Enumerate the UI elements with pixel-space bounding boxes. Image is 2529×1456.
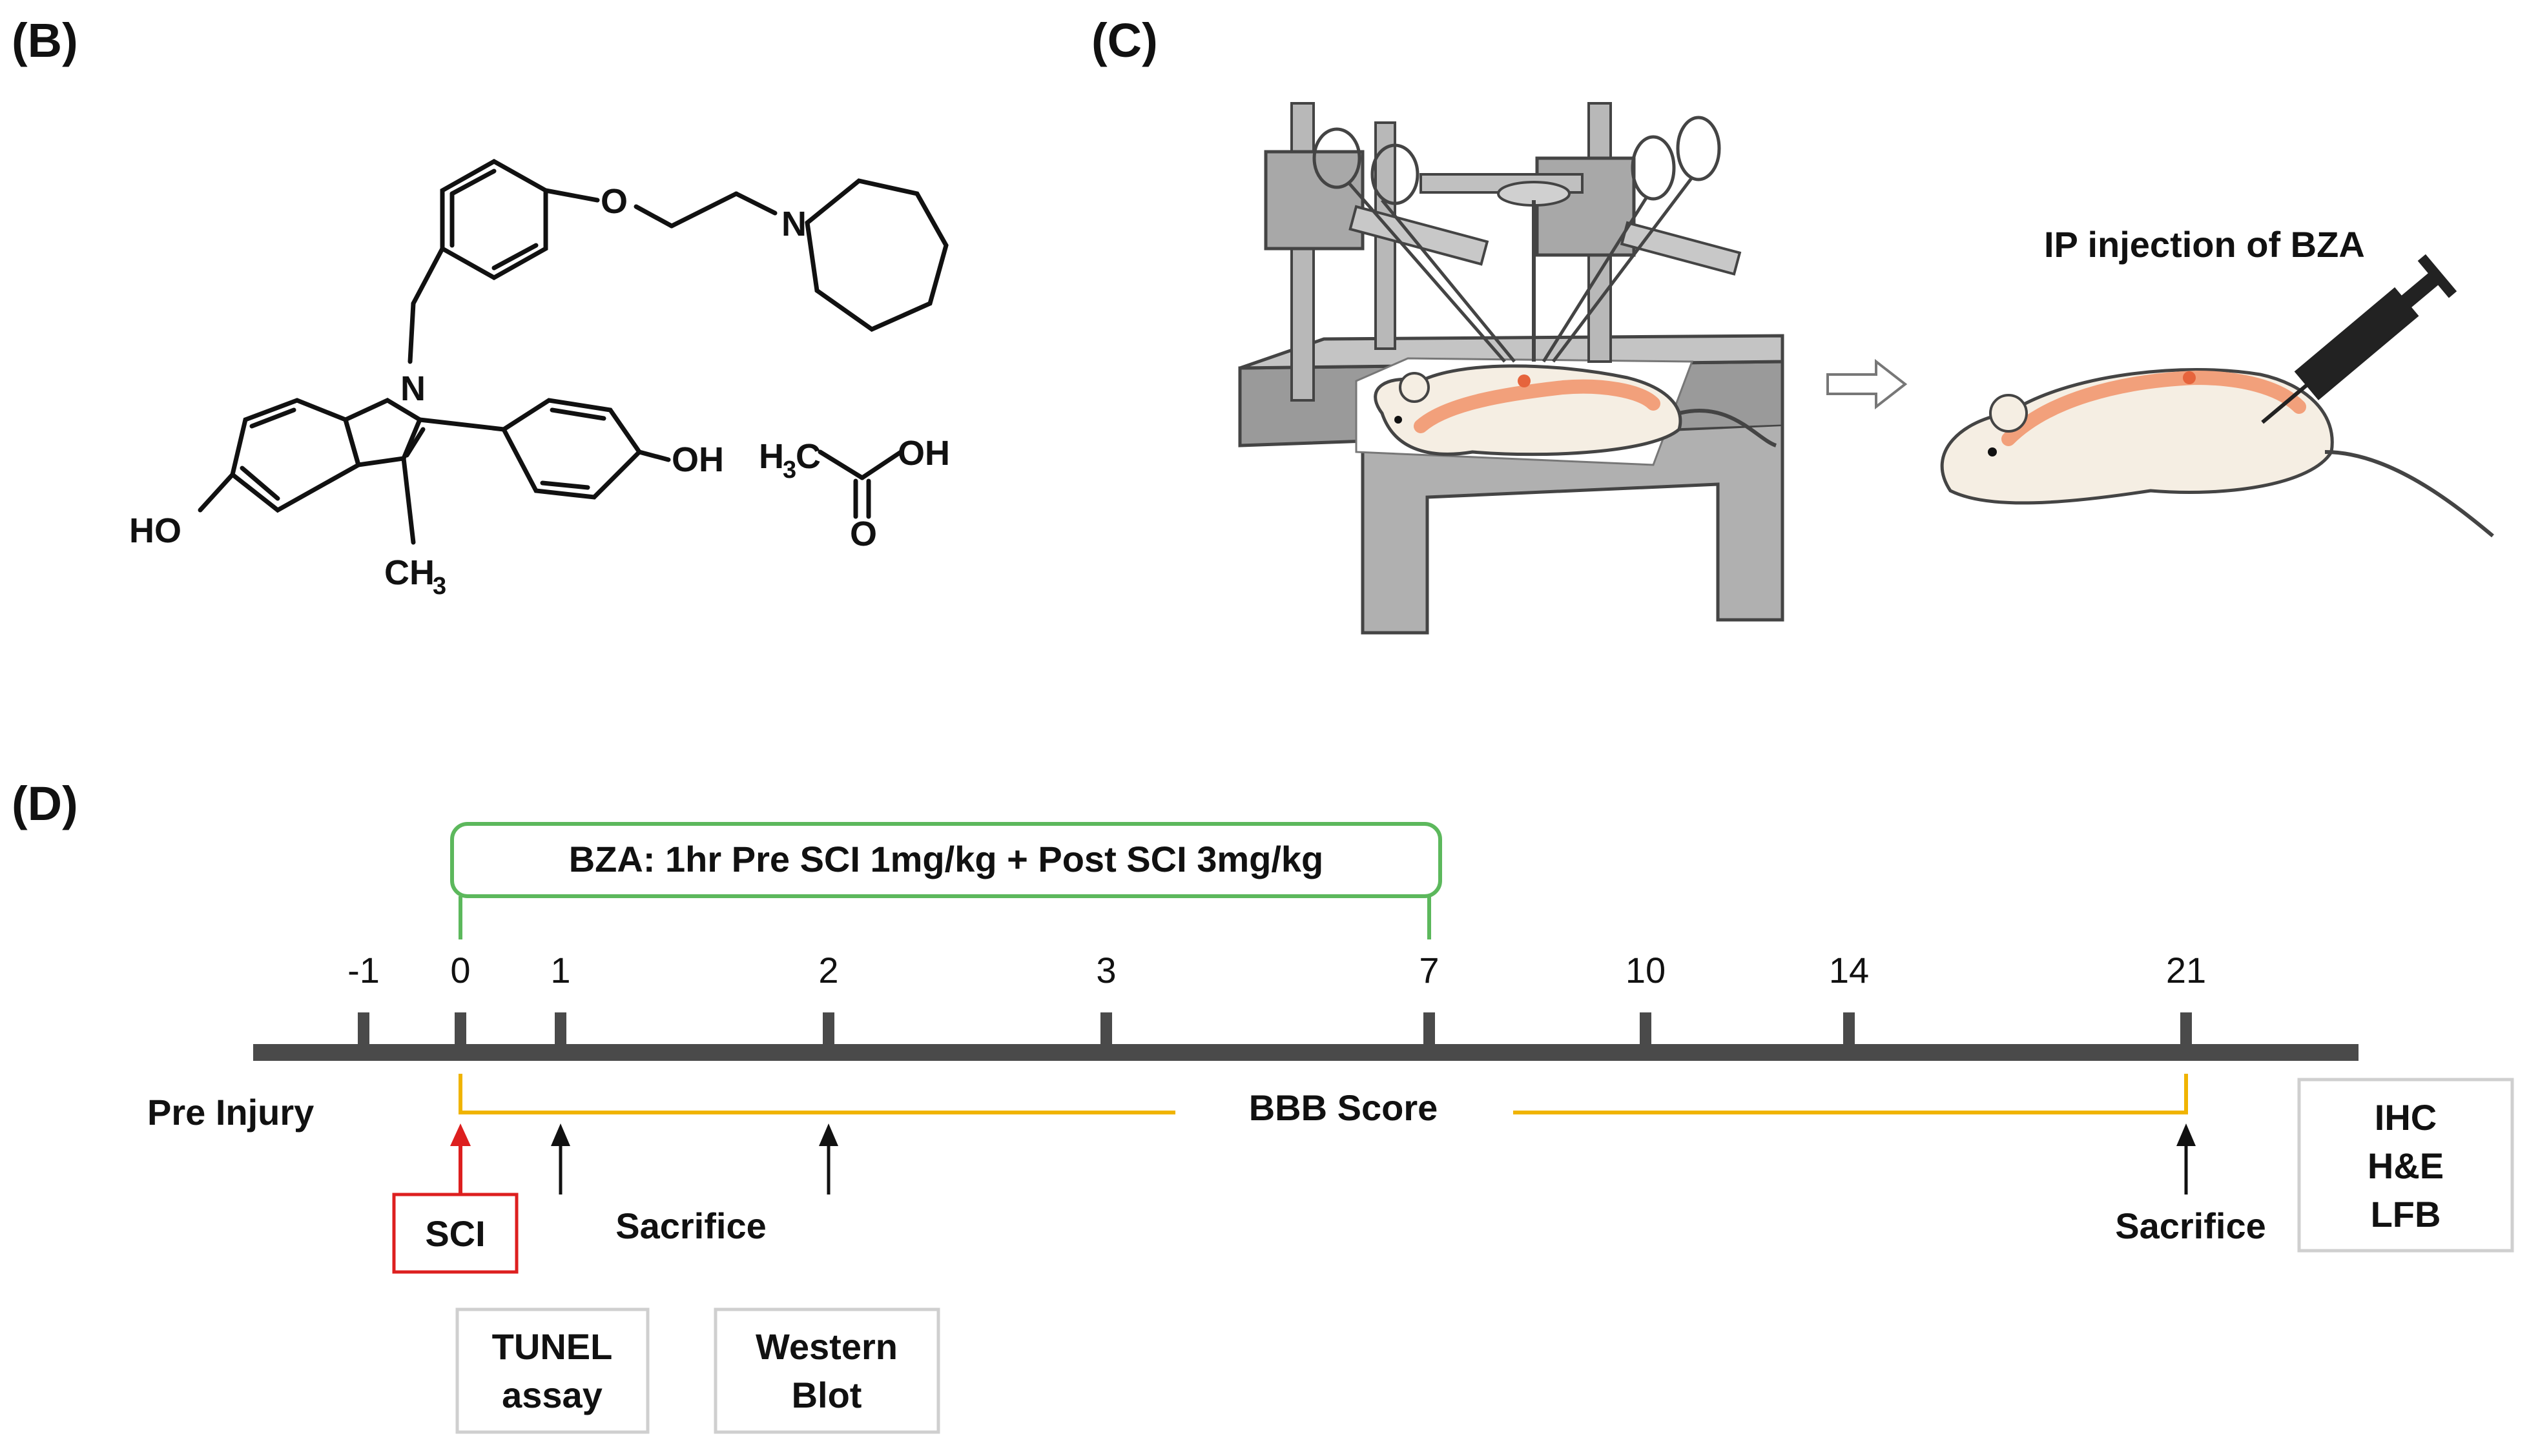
- western-line-1: Western: [756, 1326, 898, 1367]
- phenol-oh: OH: [672, 440, 724, 479]
- timeline-tick-label: -1: [347, 950, 380, 990]
- indole-nitrogen: N: [400, 369, 426, 408]
- panel-b-label: (B): [12, 14, 78, 67]
- tunel-line-2: assay: [502, 1375, 603, 1415]
- bbb-score-label: BBB Score: [1249, 1087, 1438, 1128]
- tunel-box: [455, 1307, 650, 1434]
- timeline-tick-label: 21: [2166, 950, 2206, 990]
- panel-d-label: (D): [12, 777, 78, 830]
- sacrifice-arrow-day2: [819, 1123, 838, 1195]
- indole-pyrrole-ring: [342, 398, 423, 467]
- timeline-tick-mark: [1100, 1012, 1112, 1048]
- timeline-tick-mark: [358, 1012, 369, 1048]
- timeline-tick-mark: [823, 1012, 834, 1048]
- tunel-line-1: TUNEL: [492, 1326, 613, 1367]
- sci-arrow: [450, 1123, 471, 1195]
- hydroxy-ho: HO: [129, 511, 181, 550]
- methyl-ch: CH: [384, 553, 435, 592]
- ether-oxygen: O: [601, 182, 628, 221]
- sci-box: [392, 1193, 519, 1274]
- timeline-ticks: -1 0 1 2 3 7 10 14 21: [347, 950, 2206, 1048]
- timeline-tick-mark: [1843, 1012, 1855, 1048]
- treatment-label: BZA: 1hr Pre SCI 1mg/kg + Post SCI 3mg/k…: [569, 839, 1324, 879]
- structure-atom-labels: O N N OH HO CH 3 H 3 C OH O: [129, 182, 950, 600]
- methyl-subscript: 3: [433, 573, 446, 600]
- histology-line-3: LFB: [2371, 1194, 2441, 1235]
- timeline-tick-label: 0: [450, 950, 470, 990]
- indole-benzene-ring: [230, 398, 362, 513]
- histology-box: [2297, 1078, 2514, 1253]
- treatment-box: [450, 822, 1442, 898]
- timeline-tick-label: 1: [550, 950, 570, 990]
- timeline-axis: [253, 1044, 2359, 1061]
- acetic-h-subscript: 3: [783, 456, 796, 484]
- bbb-score-line-right: [1513, 1074, 2188, 1114]
- timeline-tick-mark: [2180, 1012, 2192, 1048]
- sacrifice-arrow-day1: [551, 1123, 570, 1195]
- azepane-ring: [805, 178, 949, 333]
- timeline-tick-mark: [1640, 1012, 1651, 1048]
- panel-c-label: (C): [1091, 14, 1158, 67]
- acetic-oh: OH: [898, 434, 950, 473]
- pre-injury-label: Pre Injury: [147, 1092, 314, 1133]
- timeline-tick-label: 2: [818, 950, 838, 990]
- timeline-tick-label: 3: [1096, 950, 1116, 990]
- timeline-tick-label: 14: [1829, 950, 1869, 990]
- western-line-2: Blot: [792, 1375, 862, 1415]
- acetic-c: C: [796, 437, 821, 476]
- western-box: [714, 1307, 940, 1434]
- ip-injection-label: IP injection of BZA: [2044, 224, 2365, 265]
- histology-line-2: H&E: [2368, 1145, 2444, 1186]
- sacrifice-arrow-day21: [2176, 1123, 2196, 1195]
- sci-label: SCI: [425, 1213, 485, 1254]
- histology-line-1: IHC: [2375, 1097, 2437, 1138]
- benzyl-ring: [440, 158, 548, 281]
- timeline-tick-mark: [455, 1012, 466, 1048]
- timeline-tick-mark: [555, 1012, 566, 1048]
- stereotaxic-frame-illustration: [1238, 102, 1784, 635]
- azepane-nitrogen: N: [781, 205, 807, 243]
- injected-rat-illustration: [1940, 254, 2494, 538]
- sacrifice-label-early: Sacrifice: [615, 1205, 767, 1246]
- bazedoxifene-acetate-structure: [198, 158, 949, 545]
- arrow-to-injection: [1826, 358, 1908, 410]
- timeline-tick-label: 10: [1626, 950, 1666, 990]
- acetic-h: H: [759, 437, 784, 476]
- timeline-tick-label: 7: [1419, 950, 1439, 990]
- acetic-carbonyl-o: O: [850, 515, 877, 553]
- sacrifice-label-late: Sacrifice: [2115, 1205, 2266, 1246]
- timeline-tick-mark: [1423, 1012, 1435, 1048]
- bbb-score-line-left: [459, 1074, 1175, 1114]
